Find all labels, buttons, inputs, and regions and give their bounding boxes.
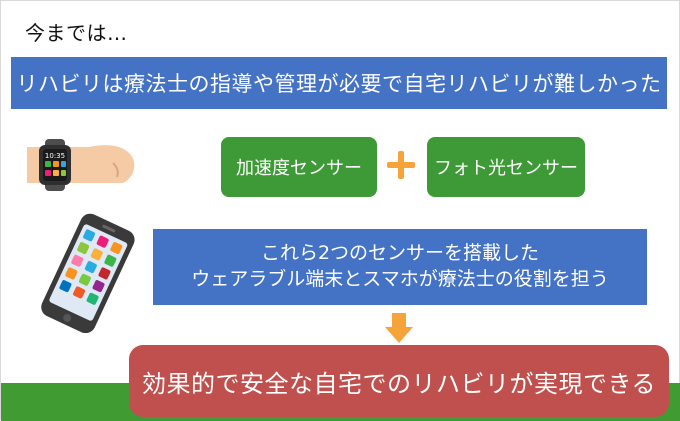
photo-sensor-box: フォト光センサー <box>427 137 585 197</box>
smartphone-icon <box>41 213 135 333</box>
photo-sensor-label: フォト光センサー <box>434 158 578 179</box>
acceleration-sensor-box: 加速度センサー <box>221 137 377 197</box>
problem-banner-text: リハビリは療法士の指導や管理が必要で自宅リハビリが難しかった <box>16 72 662 96</box>
acceleration-sensor-label: 加速度センサー <box>236 158 362 179</box>
result-text: 効果的で安全な自宅でのリハビリが実現できる <box>141 369 657 398</box>
slide-title: 今までは… <box>25 21 128 45</box>
plus-icon <box>387 151 415 179</box>
solution-box: これら2つのセンサーを搭載した ウェアラブル端末とスマホが療法士の役割を担う <box>153 229 647 305</box>
smartwatch-on-wrist-icon: 10:35 <box>27 139 135 191</box>
result-box: 効果的で安全な自宅でのリハビリが実現できる <box>129 345 669 417</box>
solution-line-1: これら2つのセンサーを搭載した <box>260 242 540 265</box>
solution-line-2: ウェアラブル端末とスマホが療法士の役割を担う <box>191 268 609 290</box>
arrow-down-icon <box>385 313 413 343</box>
watch-time: 10:35 <box>45 152 65 160</box>
problem-banner: リハビリは療法士の指導や管理が必要で自宅リハビリが難しかった <box>11 57 667 109</box>
